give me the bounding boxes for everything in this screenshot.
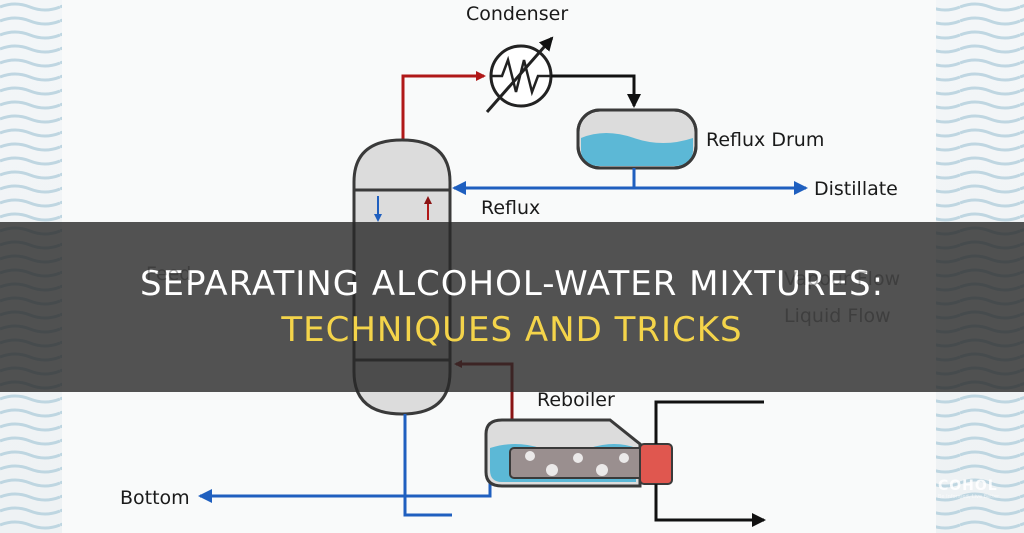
bottom-outlet-line	[403, 414, 452, 517]
site-watermark: COHOL Be Informed, Live Better	[938, 478, 1018, 500]
reflux-label: Reflux	[481, 197, 540, 219]
heating-tube-bundle	[509, 447, 661, 479]
condenser-to-drum-line	[551, 74, 641, 108]
condenser-icon	[485, 36, 554, 113]
steam-inlet-line	[654, 400, 764, 444]
vapour-line-to-condenser	[401, 71, 486, 140]
reboiler	[484, 418, 673, 488]
distillate-label: Distillate	[814, 178, 898, 200]
bottom-label: Bottom	[120, 487, 190, 509]
condenser-label: Condenser	[466, 3, 568, 25]
reflux-drum-label: Reflux Drum	[706, 129, 824, 151]
title-banner: SEPARATING ALCOHOL-WATER MIXTURES: TECHN…	[0, 222, 1024, 392]
reboiler-label: Reboiler	[537, 389, 615, 411]
reflux-drum	[576, 108, 698, 170]
watermark-logo-text: COHOL	[938, 478, 998, 494]
watermark-tagline: Be Informed, Live Better	[938, 494, 1000, 500]
condensate-outlet-line	[654, 484, 766, 527]
title-line-1: SEPARATING ALCOHOL-WATER MIXTURES:	[139, 264, 885, 304]
title-line-2: TECHNIQUES AND TRICKS	[281, 310, 743, 350]
